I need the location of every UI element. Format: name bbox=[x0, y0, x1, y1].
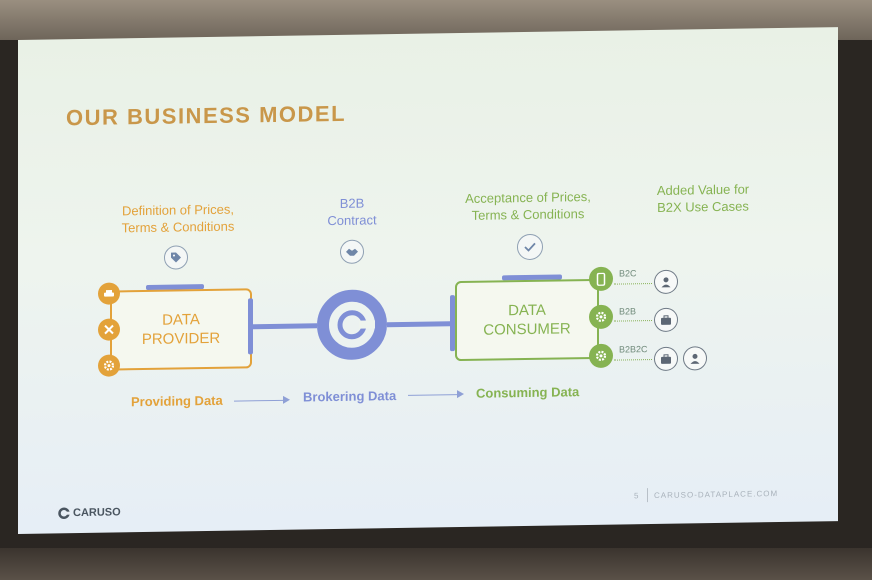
phone-icon bbox=[589, 266, 613, 292]
data-consumer-box: DATA CONSUMER bbox=[455, 278, 599, 362]
gear-icon-b2b2c bbox=[589, 343, 613, 369]
row-line-b2b2c bbox=[614, 359, 652, 361]
provider-box-line1: DATA bbox=[162, 311, 200, 329]
broker-heading-line2: Contract bbox=[327, 212, 377, 229]
row-label-b2b2c: B2B2C bbox=[619, 344, 648, 355]
flow-arrow-1-line bbox=[234, 399, 284, 402]
broker-heading: B2B Contract bbox=[302, 194, 402, 230]
car-icon bbox=[98, 282, 120, 305]
flow-arrow-2-line bbox=[408, 394, 458, 396]
caruso-logo: CARUSO bbox=[58, 506, 121, 519]
flow-label-brokering: Brokering Data bbox=[303, 388, 397, 405]
consumer-heading: Acceptance of Prices, Terms & Conditions bbox=[448, 188, 608, 225]
flow-label-providing: Providing Data bbox=[131, 392, 223, 410]
caruso-logo-icon bbox=[58, 507, 70, 520]
broker-heading-line1: B2B bbox=[339, 195, 365, 211]
briefcase-icon bbox=[654, 307, 678, 333]
broker-ring-icon bbox=[316, 288, 388, 361]
flow-arrow-1-head bbox=[283, 395, 290, 404]
broker-consumer-link bbox=[387, 321, 450, 328]
row-label-b2b: B2B bbox=[619, 306, 637, 317]
footer-divider bbox=[647, 488, 648, 503]
briefcase-icon-b2b2c bbox=[654, 346, 678, 372]
check-icon bbox=[517, 233, 543, 261]
data-provider-box: DATA PROVIDER bbox=[110, 288, 252, 371]
value-heading-line1: Added Value for bbox=[656, 181, 750, 198]
handshake-icon bbox=[340, 239, 364, 264]
provider-heading: Definition of Prices, Terms & Conditions bbox=[103, 200, 253, 236]
page-number: 5 bbox=[634, 491, 639, 501]
caruso-logo-text: CARUSO bbox=[73, 506, 121, 520]
footer-site: CARUSO-DATAPLACE.COM bbox=[654, 489, 779, 501]
value-heading: Added Value for B2X Use Cases bbox=[638, 180, 768, 216]
slide-title: OUR BUSINESS MODEL bbox=[66, 100, 347, 131]
row-label-b2c: B2C bbox=[619, 268, 637, 279]
user-icon bbox=[654, 269, 678, 295]
user-icon-b2b2c bbox=[683, 346, 707, 371]
provider-heading-line2: Terms & Conditions bbox=[121, 218, 235, 236]
consumer-box-line1: DATA bbox=[508, 301, 546, 320]
gear-icon bbox=[98, 354, 120, 377]
consumer-box-line2: CONSUMER bbox=[483, 320, 571, 339]
slide-screen: OUR BUSINESS MODEL Definition of Prices,… bbox=[18, 27, 838, 535]
value-heading-line2: B2X Use Cases bbox=[657, 198, 749, 215]
row-line-b2b bbox=[614, 320, 652, 322]
provider-broker-link bbox=[253, 323, 317, 330]
flow-label-consuming: Consuming Data bbox=[476, 384, 580, 401]
provider-box-line2: PROVIDER bbox=[141, 329, 221, 349]
consumer-heading-line2: Terms & Conditions bbox=[471, 206, 585, 223]
row-line-b2c bbox=[614, 283, 652, 285]
price-tag-icon bbox=[164, 245, 188, 270]
tools-icon bbox=[98, 318, 120, 341]
flow-arrow-2-head bbox=[457, 389, 464, 399]
gear-icon-b2b bbox=[589, 304, 613, 330]
wall-bottom bbox=[0, 548, 872, 580]
